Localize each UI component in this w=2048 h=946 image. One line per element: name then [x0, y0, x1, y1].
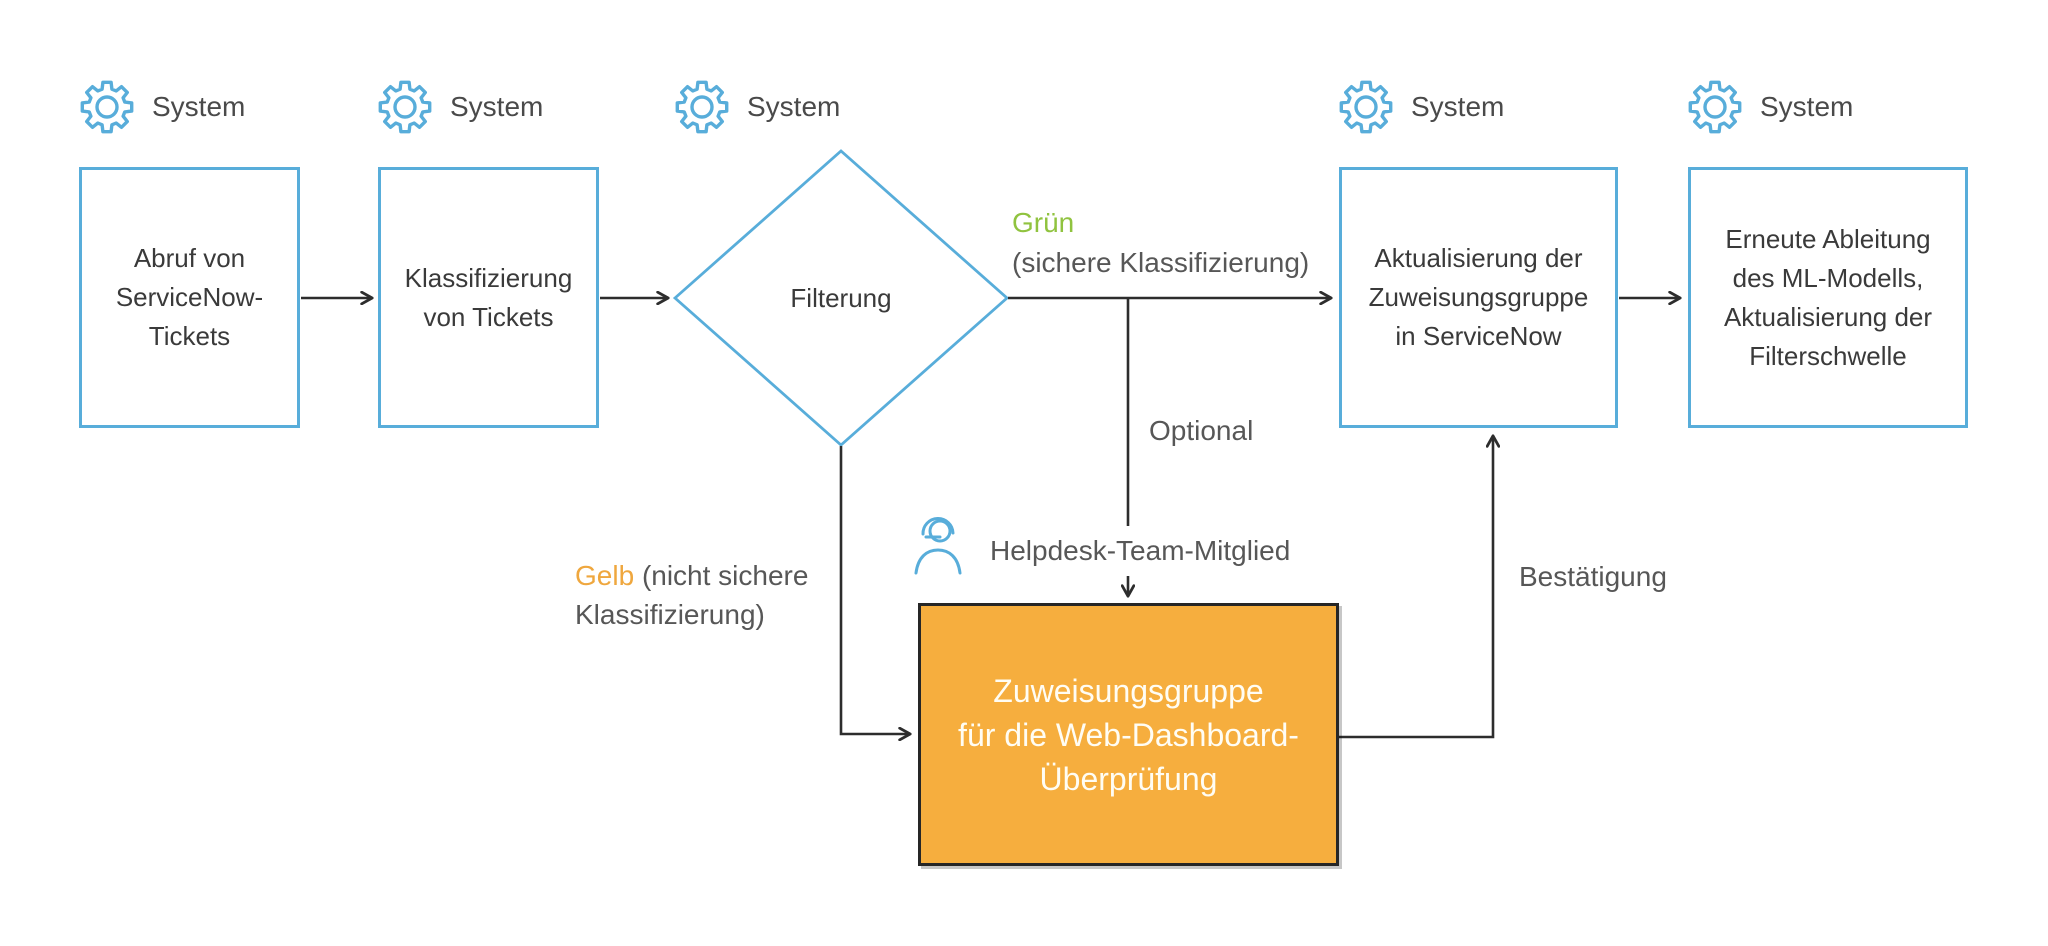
node-review-assignment-group: Zuweisungsgruppe für die Web-Dashboard- …: [918, 603, 1339, 866]
edge-label-gelb: Gelb (nicht sichere Klassifizierung): [575, 556, 855, 634]
node-label: Aktualisierung der Zuweisungsgruppe in S…: [1368, 243, 1589, 351]
edge-label-helpdesk: Helpdesk-Team-Mitglied: [982, 526, 1299, 576]
helpdesk-person-icon: [914, 517, 962, 575]
node-filter-decision-label: Filterung: [675, 151, 1007, 445]
node-retrain-ml-model: Erneute Ableitung des ML-Modells, Aktual…: [1688, 167, 1968, 428]
person-headset-band: [921, 517, 955, 536]
node-label: Erneute Ableitung des ML-Modells, Aktual…: [1723, 223, 1933, 371]
gelb-highlight: Gelb: [575, 560, 635, 591]
person-head: [928, 519, 952, 543]
node-classify-tickets: Klassifizierung von Tickets: [378, 167, 599, 428]
gear-icon: [80, 80, 134, 134]
person-shoulders: [914, 548, 962, 575]
gruen-rest: (sichere Klassifizierung): [1012, 247, 1310, 278]
actor-system-label: System: [747, 91, 841, 122]
decision-diamond-filter: [672, 149, 1010, 447]
edge-review-to-update-bestaetigung: [1339, 437, 1493, 739]
edge-label-gruen: Grün (sichere Klassifizierung): [1012, 203, 1309, 283]
node-label: Klassifizierung von Tickets: [404, 262, 573, 332]
node-fetch-servicenow-tickets: Abruf von ServiceNow- Tickets: [79, 167, 300, 428]
gruen-highlight: Grün: [1012, 207, 1075, 238]
gear-icon: [675, 80, 729, 134]
node-label: Zuweisungsgruppe für die Web-Dashboard- …: [958, 672, 1299, 797]
actor-system-label: System: [450, 91, 544, 122]
node-label: Abruf von ServiceNow- Tickets: [115, 243, 264, 351]
actor-system-1: System: [80, 78, 245, 136]
gelb-rest: (nicht sichere Klassifizierung): [575, 560, 809, 630]
edge-label-optional: Optional: [1149, 415, 1254, 446]
actor-system-4: System: [1339, 78, 1504, 136]
actor-system-3: System: [675, 78, 840, 136]
gear-icon: [1339, 80, 1393, 134]
node-update-assignment-group: Aktualisierung der Zuweisungsgruppe in S…: [1339, 167, 1618, 428]
edge-filter-to-review-gelb: [839, 446, 909, 734]
actor-system-label: System: [152, 91, 246, 122]
node-label: Filterung: [790, 282, 892, 313]
actor-system-label: System: [1760, 91, 1854, 122]
actor-system-2: System: [378, 78, 543, 136]
actor-system-label: System: [1411, 91, 1505, 122]
actor-system-5: System: [1688, 78, 1853, 136]
gear-icon: [378, 80, 432, 134]
edge-label-bestaetigung: Bestätigung: [1519, 561, 1667, 592]
gear-icon: [1688, 80, 1742, 134]
